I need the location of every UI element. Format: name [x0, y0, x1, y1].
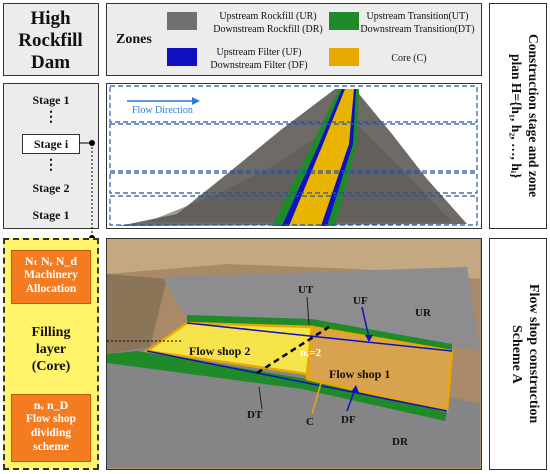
- title-line-2: Rockfill: [18, 30, 83, 51]
- ur-surface: [162, 267, 480, 349]
- plan-label-box: Construction stage and zone plan H={h₁, …: [489, 3, 547, 229]
- dam-box: Flow Direction: [106, 83, 482, 229]
- label-df: DF: [341, 414, 356, 426]
- uf-line: [186, 322, 453, 352]
- site-box: UT UF UR Flow shop 2 Flow shop 1 nᵥ=2 DT…: [106, 238, 482, 470]
- label-ur: UR: [415, 307, 431, 319]
- uf-pointer-head: [365, 335, 373, 342]
- df-pointer-head: [351, 385, 359, 393]
- stage-box-i: [109, 123, 478, 172]
- flow-direction-label: Flow Direction: [132, 105, 193, 116]
- rockfill-swatch: [167, 12, 197, 30]
- label-nv: nᵥ=2: [300, 347, 322, 359]
- filling-label-1: Filling: [31, 325, 71, 340]
- flow-arrow-head: [192, 97, 200, 105]
- core-band: [289, 89, 354, 226]
- title-line-1: High: [30, 8, 71, 29]
- stage-1-bottom: Stage 1: [32, 208, 70, 222]
- stage-dots-1: ⋮: [44, 110, 58, 125]
- label-c: C: [306, 416, 314, 428]
- title-line-3: Dam: [30, 52, 71, 73]
- machinery-label-2: Allocation: [25, 283, 77, 295]
- legend-ur: Upstream Rockfill (UR): [219, 11, 317, 22]
- machinery-vars: Nₜ Nᵣ N_d: [24, 254, 78, 268]
- dividing-box: nᵥ n_D Flow shop dividing scheme: [11, 394, 91, 462]
- legend-dt: Downstream Transition(DT): [360, 24, 475, 35]
- machinery-label-1: Machinery: [24, 269, 78, 281]
- site-illustration: [107, 239, 480, 468]
- plan-label: Construction stage and zone plan H={h₁, …: [494, 8, 542, 224]
- dt-strip: [107, 351, 447, 421]
- label-ut: UT: [298, 284, 314, 296]
- dr-surface: [107, 347, 480, 468]
- stage-box-1-top: [109, 85, 478, 123]
- zones-label: Zones: [116, 32, 152, 47]
- title-box: High Rockfill Dam: [3, 3, 99, 76]
- filling-label-2: layer: [35, 342, 67, 357]
- legend-ut: Upstream Transition(UT): [366, 11, 469, 22]
- df-line: [146, 350, 448, 412]
- shop-divider: [256, 325, 330, 375]
- label-dt: DT: [247, 409, 263, 421]
- legend-df: Downstream Filter (DF): [210, 60, 308, 71]
- legend-core: Core (C): [391, 53, 427, 64]
- stage-i-box: [22, 134, 80, 154]
- plan-label-line2: plan H={h₁, h₂, …, hᵢ}: [509, 53, 524, 179]
- legend-dr: Downstream Rockfill (DR): [213, 24, 323, 35]
- stage-1-top: Stage 1: [32, 93, 70, 107]
- scheme-label-box: Flow shop construction Scheme A: [489, 238, 547, 470]
- stage-box: Stage 1 ⋮ Stage i ⋮ Stage 2 Stage 1: [3, 83, 99, 229]
- dam-illustration: [109, 85, 478, 226]
- dividing-vars: nᵥ n_D: [33, 398, 69, 412]
- ut-pointer: [306, 296, 310, 326]
- df-pointer: [346, 388, 356, 412]
- scheme-label: Flow shop construction Scheme A: [494, 243, 542, 465]
- dividing-label-3: scheme: [33, 441, 69, 453]
- scheme-label-line1: Flow shop construction: [526, 284, 541, 424]
- stage-i: Stage i: [33, 137, 69, 151]
- legend-box: Zones Upstream Rockfill (UR) Downstream …: [106, 3, 482, 76]
- filling-label-3: (Core): [31, 359, 71, 374]
- legend-uf: Upstream Filter (UF): [216, 47, 302, 58]
- dividing-label-2: dividing: [30, 427, 72, 439]
- stage-box-2: [109, 172, 478, 194]
- label-dr: DR: [392, 436, 408, 448]
- label-uf: UF: [353, 295, 368, 307]
- transition-swatch: [329, 12, 359, 30]
- dividing-label-1: Flow shop: [25, 413, 77, 425]
- c-pointer: [311, 382, 322, 415]
- stage-dots-2: ⋮: [44, 158, 58, 173]
- terrain-top: [107, 239, 480, 279]
- uf-pointer: [361, 306, 370, 339]
- core-swatch: [329, 48, 359, 66]
- machinery-box: Nₜ Nᵣ N_d Machinery Allocation: [11, 250, 91, 304]
- label-flow-shop-2: Flow shop 2: [189, 344, 251, 358]
- filling-label: Filling layer (Core): [5, 324, 97, 375]
- dt-pointer: [258, 386, 263, 410]
- plan-label-line1: Construction stage and zone: [526, 34, 541, 198]
- scheme-label-line2: Scheme A: [509, 324, 524, 384]
- label-flow-shop-1: Flow shop 1: [329, 367, 391, 381]
- left-panel: Nₜ Nᵣ N_d Machinery Allocation Filling l…: [3, 238, 99, 470]
- filter-swatch: [167, 48, 197, 66]
- stage-box-1-bottom: [109, 195, 478, 226]
- stage-2: Stage 2: [32, 181, 70, 195]
